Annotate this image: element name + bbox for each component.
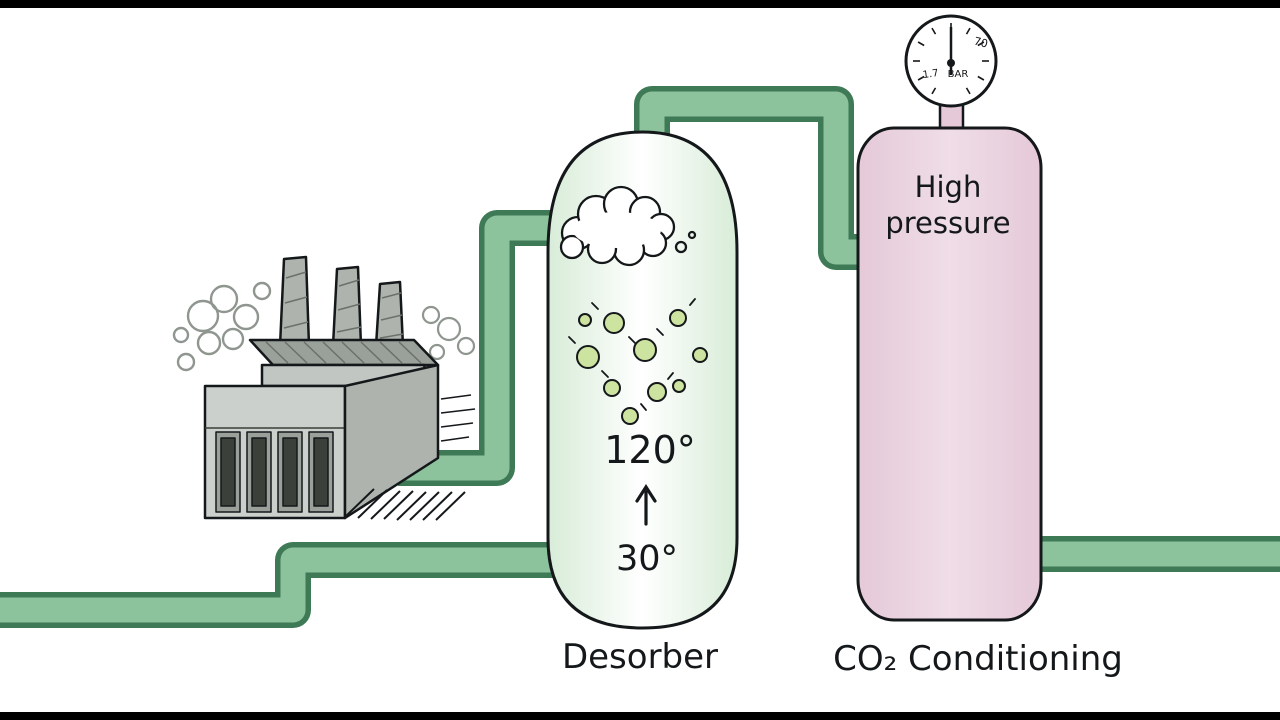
factory-side-wall <box>343 363 440 520</box>
steam-cloud-icon <box>559 185 697 267</box>
flue-gas-pipe <box>398 210 562 486</box>
bubble <box>647 382 667 402</box>
gauge-unit: BAR <box>948 69 969 80</box>
pressure-gauge-icon: 1.7 BAR 70 <box>904 14 998 108</box>
ground-hatch <box>344 488 466 521</box>
gauge-needle-hub <box>947 59 955 67</box>
factory-windows <box>215 431 334 513</box>
conditioning-body <box>856 126 1043 622</box>
bubble <box>603 312 625 334</box>
bottom-inlet-pipe <box>0 542 562 628</box>
pipes <box>0 86 1280 628</box>
conditioning-label: CO₂ Conditioning <box>833 639 1123 679</box>
gauge-reading-low: 1.7 <box>922 68 939 81</box>
desorber-temp-top: 120° <box>604 428 696 472</box>
bubble <box>633 338 657 362</box>
bubble <box>578 313 592 327</box>
conditioning-state-line1: High <box>915 170 982 204</box>
up-arrow-icon <box>635 484 657 526</box>
bubble <box>621 407 639 425</box>
bubble <box>576 345 600 369</box>
desorber-vessel: 120° 30° <box>546 130 739 630</box>
factory-icon <box>172 255 476 521</box>
gauge-reading-high: 70 <box>972 35 989 51</box>
bubble <box>669 309 687 327</box>
bubble <box>603 379 621 397</box>
desorber-temp-bottom: 30° <box>616 539 678 579</box>
smoke-cloud-icon <box>172 281 272 372</box>
chimney-hatch <box>283 271 404 339</box>
smoke-cloud-right-icon <box>421 305 476 361</box>
factory-chimneys <box>278 255 405 348</box>
side-shadow-hatch <box>440 394 476 442</box>
conditioning-state-line2: pressure <box>885 206 1010 240</box>
bubble <box>692 347 708 363</box>
conditioning-vessel: High pressure <box>856 126 1043 622</box>
desorber-to-conditioning-pipe <box>634 86 872 270</box>
letterbox-top <box>0 0 1280 8</box>
desorber-label: Desorber <box>562 637 718 677</box>
bubble <box>672 379 686 393</box>
bubble-sparkles <box>568 298 696 411</box>
letterbox-bottom <box>0 712 1280 720</box>
roof-hatch <box>265 341 422 364</box>
bubble-icon <box>576 309 708 425</box>
